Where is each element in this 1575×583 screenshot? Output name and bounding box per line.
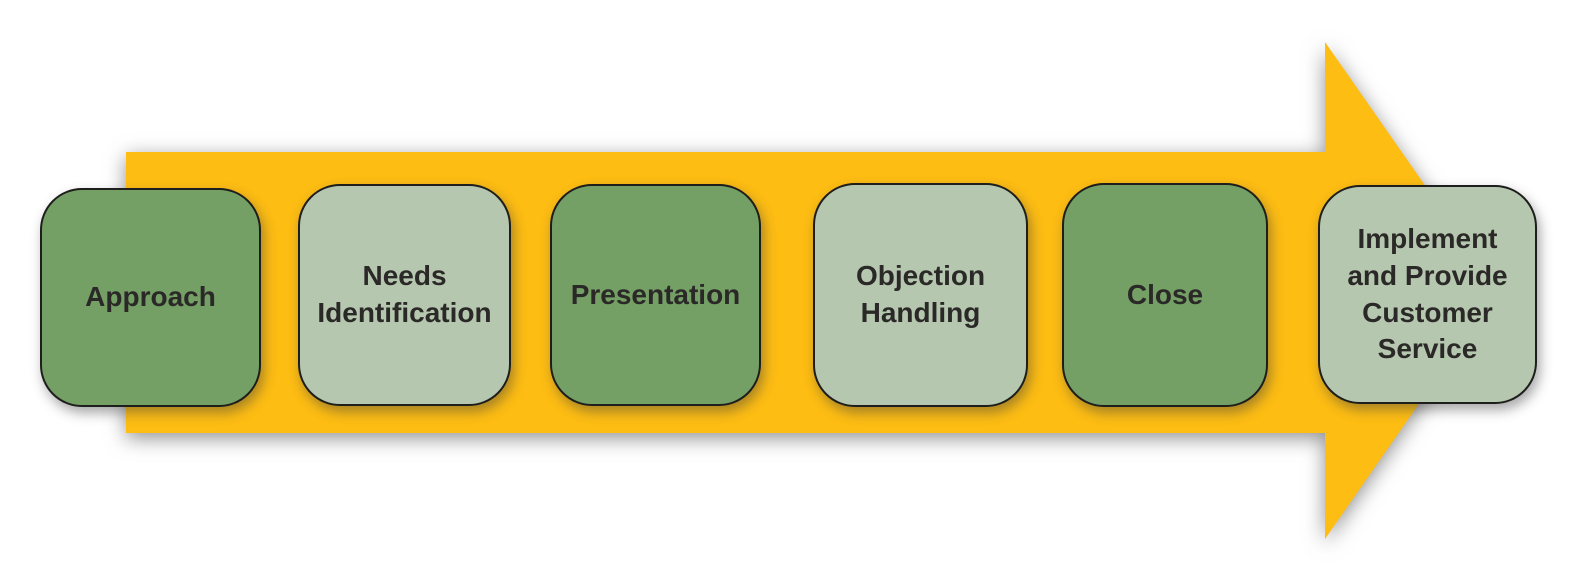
step-box-presentation: Presentation <box>550 184 761 406</box>
step-box-implement-customer-service: Implement and Provide Customer Service <box>1318 185 1537 404</box>
step-label: Objection Handling <box>855 260 986 328</box>
step-label: Needs Identification <box>317 260 492 328</box>
step-label: Presentation <box>570 278 741 310</box>
step-box-close: Close <box>1062 183 1268 407</box>
step-box-approach: Approach <box>40 188 261 407</box>
step-label: Implement and Provide Customer Service <box>1347 222 1508 365</box>
step-label: Approach <box>85 281 216 313</box>
step-label: Close <box>1126 278 1204 310</box>
step-box-needs-identification: Needs Identification <box>298 184 511 406</box>
arrow-shape <box>126 42 1498 539</box>
step-box-objection-handling: Objection Handling <box>813 183 1028 407</box>
